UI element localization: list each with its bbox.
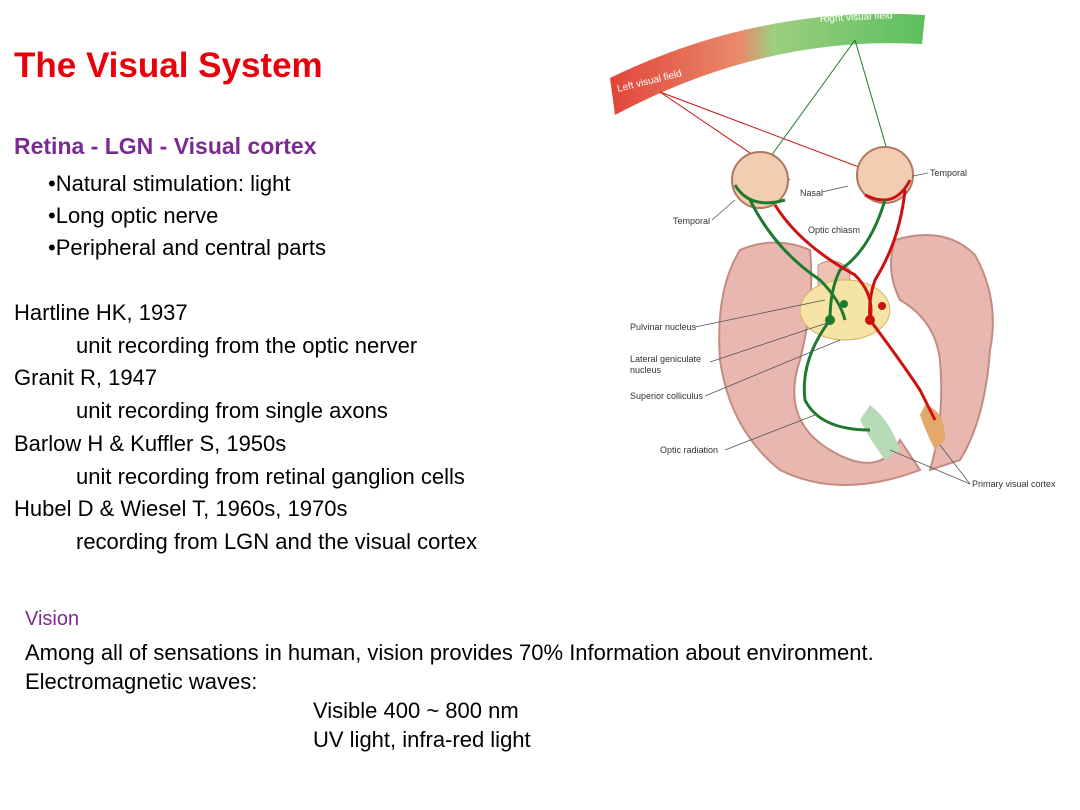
reference-author: Barlow H & Kuffler S, 1950s <box>14 430 287 456</box>
temporal-right-label: Temporal <box>930 168 967 178</box>
superior-colliculus-label: Superior colliculus <box>630 391 704 401</box>
reference-detail: unit recording from the optic nerver <box>76 332 418 358</box>
nasal-label: Nasal <box>800 188 823 198</box>
reference-author: Granit R, 1947 <box>14 365 158 391</box>
vision-line: Electromagnetic waves: <box>25 669 258 694</box>
slide-title: The Visual System <box>14 46 323 85</box>
bullet-text: Long optic nerve <box>55 203 219 228</box>
visual-pathway-diagram: Left visual field Right visual field <box>610 10 1056 489</box>
diagram-labels: Nasal Temporal Temporal Optic chiasm Pul… <box>630 168 1056 489</box>
pulvinar-label: Pulvinar nucleus <box>630 322 697 332</box>
slide-subtitle: Retina - LGN - Visual cortex <box>14 133 317 159</box>
optic-pathways <box>748 189 937 432</box>
temporal-left-label: Temporal <box>673 216 710 226</box>
bullet-text: Natural stimulation: light <box>55 171 291 196</box>
reference-list: Hartline HK, 1937 unit recording from th… <box>14 297 477 559</box>
optic-chiasm-label: Optic chiasm <box>808 225 860 235</box>
vision-text: Among all of sensations in human, vision… <box>25 638 874 754</box>
bullet-text: Peripheral and central parts <box>55 235 326 260</box>
bullet-item: Natural stimulation: light <box>48 168 326 200</box>
lgn-label-line2: nucleus <box>630 365 662 375</box>
primary-visual-cortex-label: Primary visual cortex <box>972 479 1056 489</box>
reference-author: Hartline HK, 1937 <box>14 300 188 325</box>
visual-field-arc <box>610 13 925 115</box>
bullet-list: Natural stimulation: light Long optic ne… <box>48 168 326 264</box>
left-eye <box>731 151 789 209</box>
right-visual-field-label: Right visual field <box>820 10 893 25</box>
right-eye <box>856 146 914 204</box>
bullet-item: Peripheral and central parts <box>48 232 326 264</box>
bullet-item: Long optic nerve <box>48 200 326 232</box>
brain-section <box>718 234 994 486</box>
vision-line: Among all of sensations in human, vision… <box>25 640 874 665</box>
vision-heading: Vision <box>25 608 80 630</box>
reference-author: Hubel D & Wiesel T, 1960s, 1970s <box>14 496 348 522</box>
lgn-label-line1: Lateral geniculate <box>630 354 701 364</box>
reference-detail: unit recording from single axons <box>76 398 388 424</box>
vision-line: Visible 400 ~ 800 nm <box>313 698 519 723</box>
reference-detail: recording from LGN and the visual cortex <box>76 528 478 554</box>
vision-line: UV light, infra-red light <box>313 727 531 752</box>
optic-radiation-label: Optic radiation <box>660 445 718 455</box>
reference-detail: unit recording from retinal ganglion cel… <box>76 463 465 489</box>
